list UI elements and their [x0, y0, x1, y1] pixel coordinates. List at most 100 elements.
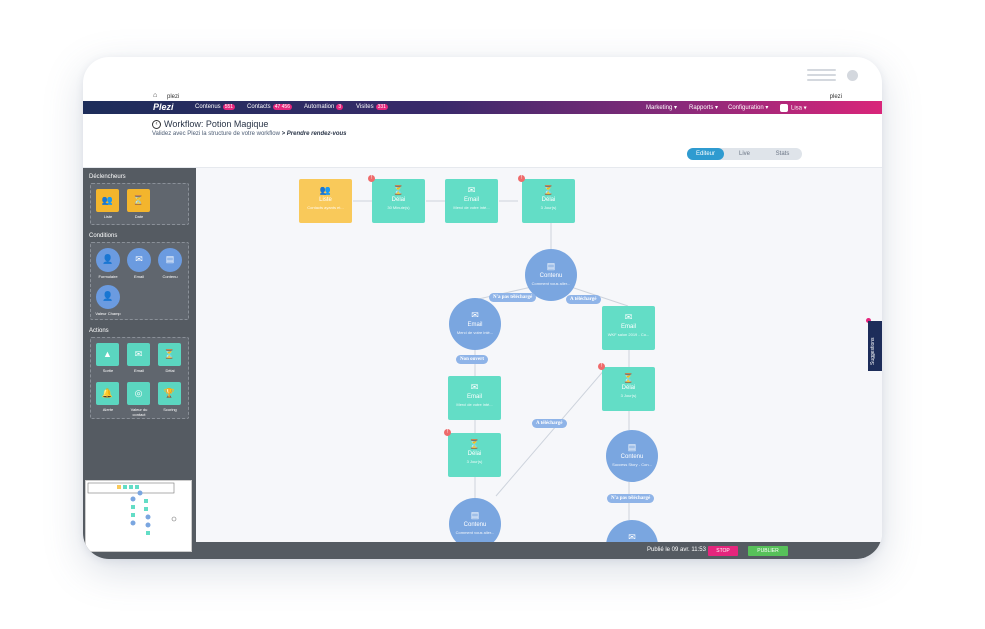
hourglass-icon: ⏳	[132, 195, 145, 205]
target-icon: ◎	[134, 388, 143, 398]
node-subtitle: Comment vous aller...	[455, 530, 495, 535]
action-scoring[interactable]: 🏆	[158, 382, 181, 405]
hourglass-icon: ⏳	[392, 185, 405, 195]
tab-live[interactable]: Live	[738, 151, 750, 157]
envelope-icon: ✉	[135, 254, 143, 264]
section-conditions: Conditions	[89, 233, 118, 239]
tile-label: Scoring	[163, 407, 177, 412]
tile-label: Valeur Champ	[95, 311, 121, 316]
warning-icon[interactable]: !	[518, 175, 525, 182]
node-delai-1[interactable]: ⏳ Délai 30 Minute(s)	[372, 179, 425, 223]
user-icon: 👤	[102, 291, 114, 301]
warning-icon[interactable]: !	[444, 429, 451, 436]
node-email-1[interactable]: ✉ Email Merci de votre inté...	[445, 179, 498, 223]
node-subtitle: 3 Jour(s)	[466, 459, 483, 464]
breadcrumb: Validez avec Plezi la structure de votre…	[152, 131, 347, 137]
bell-icon: 🔔	[101, 388, 114, 398]
back-arrow-icon[interactable]: ‹	[152, 120, 161, 129]
edge-label: A téléchargé	[532, 419, 567, 428]
node-delai-3[interactable]: ⏳ Délai 3 Jour(s)	[448, 433, 501, 477]
warning-icon[interactable]: !	[598, 363, 605, 370]
minimap[interactable]	[85, 480, 192, 552]
book-icon: ▤	[546, 261, 556, 271]
user-icon: 👤	[102, 254, 114, 264]
nav-marketing[interactable]: Marketing ▾	[646, 105, 678, 111]
camera-dot-icon	[847, 70, 858, 81]
node-subtitle: 3 Jour(s)	[540, 205, 557, 210]
nav-configuration[interactable]: Configuration ▾	[728, 105, 769, 111]
hourglass-icon: ⏳	[542, 185, 555, 195]
action-valeur-contact[interactable]: ◎	[127, 382, 150, 405]
bottom-bar: Publié le 09 avr. 11:53 STOP PUBLIER	[196, 542, 882, 559]
node-contenu-1[interactable]: ▤ Contenu Comment vous aller...	[525, 249, 577, 301]
condition-formulaire[interactable]: 👤	[96, 248, 120, 272]
mode-tabs: Editeur Live Stats	[687, 148, 802, 160]
edge-label: Non ouvert	[456, 355, 489, 364]
trigger-liste[interactable]: 👥	[96, 189, 119, 212]
action-email[interactable]: ✉	[127, 343, 150, 366]
node-title: Liste	[319, 197, 332, 203]
condition-contenu[interactable]: ▤	[158, 248, 182, 272]
tab-editeur[interactable]: Editeur	[687, 148, 724, 160]
envelope-icon: ✉	[628, 532, 636, 542]
node-subtitle: Merci de votre inté...	[456, 330, 494, 335]
page-header: ‹ Workflow: Potion Magique Validez avec …	[83, 114, 882, 168]
condition-valeur-champ[interactable]: 👤	[96, 285, 120, 309]
tile-label: Date	[134, 214, 144, 219]
nav-rapports[interactable]: Rapports ▾	[689, 105, 719, 111]
node-title: Délai	[621, 385, 636, 391]
minimap-preview	[87, 482, 177, 535]
trigger-date[interactable]: ⏳	[127, 189, 150, 212]
node-delai-2[interactable]: ⏳ Délai 3 Jour(s)	[522, 179, 575, 223]
tile-label: Sortie	[102, 368, 114, 373]
condition-email[interactable]: ✉	[127, 248, 151, 272]
tile-label: Liste	[103, 214, 113, 219]
tile-label: Email	[133, 274, 144, 279]
plezi-logo[interactable]: Plezi	[153, 102, 174, 112]
notification-dot	[866, 318, 871, 323]
publish-button[interactable]: PUBLIER	[748, 546, 788, 556]
node-delai-4[interactable]: ⏳ Délai 3 Jour(s)	[602, 367, 655, 411]
brand-label: plezi	[167, 94, 180, 100]
edge-label: N'a pas téléchargé	[489, 293, 537, 302]
node-email-4[interactable]: ✉	[606, 520, 658, 542]
hamburger-icon[interactable]	[807, 69, 836, 84]
avatar	[780, 104, 788, 112]
warning-icon[interactable]: !	[368, 175, 375, 182]
count-badge: 331	[375, 104, 388, 110]
conditions-box: 👤 Formulaire ✉ Email ▤ Contenu 👤 Valeur …	[90, 242, 189, 320]
node-subtitle: Contacts ayants et...	[307, 205, 344, 210]
home-icon[interactable]: ⌂	[153, 93, 158, 99]
action-delai[interactable]: ⏳	[158, 343, 181, 366]
stop-button[interactable]: STOP	[708, 546, 738, 556]
count-badge: 3	[336, 104, 344, 110]
node-contenu-3[interactable]: ▤ Contenu Success Story - Con...	[606, 430, 658, 482]
node-email-3[interactable]: ✉ Email WKF salon 2019 - Co...	[602, 306, 655, 350]
suggestions-tab[interactable]: Suggestions	[868, 321, 882, 371]
workflow-canvas[interactable]: 👥 Liste Contacts ayants et... ⏳ Délai 30…	[196, 168, 882, 542]
node-contenu-2[interactable]: ▤ Contenu Comment vous aller...	[449, 498, 501, 542]
action-sortie[interactable]: ▲	[96, 343, 119, 366]
node-title: Email	[620, 324, 636, 330]
tile-label: Email	[133, 368, 144, 373]
node-liste[interactable]: 👥 Liste Contacts ayants et...	[299, 179, 352, 223]
action-alerte[interactable]: 🔔	[96, 382, 119, 405]
user-menu[interactable]: Lisa ▾	[780, 104, 807, 112]
tab-stats[interactable]: Stats	[775, 151, 790, 157]
tile-label: Délai	[165, 368, 175, 373]
node-title: Délai	[541, 197, 556, 203]
book-icon: ▤	[627, 442, 637, 452]
hourglass-icon: ⏳	[468, 439, 481, 449]
node-email-2[interactable]: ✉ Email Merci de votre inté...	[448, 376, 501, 420]
published-status: Publié le 09 avr. 11:53	[647, 547, 706, 553]
triggers-box: 👥 Liste ⏳ Date	[90, 183, 189, 225]
node-email-condition[interactable]: ✉ Email Merci de votre inté...	[449, 298, 501, 350]
count-badge: 47 456	[272, 104, 292, 110]
book-icon: ▤	[470, 510, 480, 520]
tile-label: Alerte	[102, 407, 114, 412]
